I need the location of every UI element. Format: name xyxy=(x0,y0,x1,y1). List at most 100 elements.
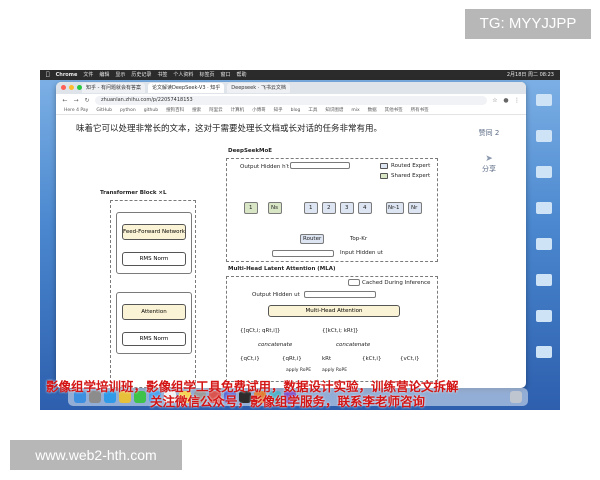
ffn-box: Feed-Forward Network xyxy=(122,224,186,240)
url-input[interactable]: zhuanlan.zhihu.com/p/22057418153 xyxy=(95,95,487,105)
star-icon[interactable]: ☆ xyxy=(492,96,498,104)
bookmark-item[interactable]: 数据 xyxy=(367,108,377,113)
routed-expert-4-label: 4 xyxy=(363,205,367,211)
dock-app-icon[interactable] xyxy=(269,391,281,403)
forward-arrow-icon[interactable]: → xyxy=(73,96,79,104)
dock-chrome-icon[interactable] xyxy=(119,391,131,403)
transformer-block-title: Transformer Block ×L xyxy=(100,190,167,196)
like-button[interactable]: 赞同 2 xyxy=(478,129,500,137)
rms-norm-top-box: RMS Norm xyxy=(122,252,186,266)
apply-rope-2-label: apply RoPE xyxy=(322,368,348,373)
dock-app-icon[interactable] xyxy=(239,391,251,403)
concatenate-2-label: concatenate xyxy=(336,342,371,348)
bookmark-item[interactable]: 搜索 xyxy=(192,108,202,113)
tab-zhihu-home[interactable]: 知乎 - 有问题就会有答案 xyxy=(82,83,145,93)
desktop-folder-icon[interactable] xyxy=(536,202,552,214)
menu-item-file[interactable]: 文件 xyxy=(79,72,93,78)
output-hidden-mla-label: Output Hidden ut xyxy=(252,292,300,298)
desktop-folder-icon[interactable] xyxy=(536,346,552,358)
more-menu-icon[interactable]: ⋮ xyxy=(514,96,520,104)
tab-strip: 知乎 - 有问题就会有答案 论文解读DeepSeek-V3 · 知乎 Deeps… xyxy=(56,82,526,94)
bookmark-item[interactable]: 工具 xyxy=(308,108,318,113)
apple-icon[interactable]:  xyxy=(46,70,50,80)
menu-item-window[interactable]: 窗口 xyxy=(216,72,230,78)
bookmark-item[interactable]: 小傅哥 xyxy=(252,108,266,113)
address-bar: ← → ↻ zhuanlan.zhihu.com/p/22057418153 ☆… xyxy=(56,94,526,106)
routed-expert-nr1-label: Nr-1 xyxy=(388,205,400,211)
dock-launchpad-icon[interactable] xyxy=(89,391,101,403)
bookmark-all[interactable]: 所有书签 xyxy=(410,108,429,113)
bookmark-item[interactable]: 知乎 xyxy=(273,108,283,113)
mla-title: Multi-Head Latent Attention (MLA) xyxy=(228,266,336,272)
dock-app-icon[interactable] xyxy=(209,391,221,403)
dock-notes-icon[interactable] xyxy=(179,391,191,403)
routed-expert-nr: Nr xyxy=(408,202,422,214)
dock-mail-icon[interactable] xyxy=(149,391,161,403)
k-concat-label: {[kCt,i; kRt]} xyxy=(322,328,359,334)
desktop-folder-icon[interactable] xyxy=(536,310,552,322)
bookmark-item[interactable]: 搜狗百科 xyxy=(166,108,185,113)
menu-item-profile[interactable]: 个人资料 xyxy=(169,72,193,78)
dock-app-icon[interactable] xyxy=(284,391,296,403)
menu-clock[interactable]: 2月18日 周二 08:23 xyxy=(506,72,554,78)
close-window-icon[interactable] xyxy=(61,85,66,90)
menu-item-bookmarks[interactable]: 书签 xyxy=(153,72,167,78)
menu-app-name[interactable]: Chrome xyxy=(52,72,78,78)
reload-icon[interactable]: ↻ xyxy=(84,96,90,104)
desktop-folder-icon[interactable] xyxy=(536,274,552,286)
bookmark-item[interactable]: Here 4 Pay xyxy=(64,107,89,113)
bookmark-item[interactable]: 其他书签 xyxy=(384,108,403,113)
zoom-window-icon[interactable] xyxy=(77,85,82,90)
desktop-folder-icon[interactable] xyxy=(536,94,552,106)
menu-item-history[interactable]: 历史记录 xyxy=(127,72,151,78)
dock-settings-icon[interactable] xyxy=(194,391,206,403)
router-label: Router xyxy=(303,236,322,242)
share-button[interactable]: 分享 xyxy=(482,165,496,173)
minimize-window-icon[interactable] xyxy=(69,85,74,90)
tab-feishu-doc[interactable]: Deepseek · 飞书云文档 xyxy=(227,83,290,93)
mla-frame xyxy=(226,276,438,382)
bookmark-item[interactable]: blog xyxy=(290,107,301,113)
profile-avatar-icon[interactable]: ● xyxy=(503,96,509,104)
attention-box: Attention xyxy=(122,304,186,320)
k-r-label: kRt xyxy=(322,356,332,362)
menu-item-tabs[interactable]: 标签页 xyxy=(195,72,214,78)
dock-calendar-icon[interactable] xyxy=(164,391,176,403)
share-plane-icon[interactable]: ➤ xyxy=(485,154,493,164)
deepseekmoe-frame xyxy=(226,158,438,262)
routed-expert-2: 2 xyxy=(322,202,336,214)
ffn-group-frame xyxy=(116,212,192,274)
bookmark-item[interactable]: 阿里云 xyxy=(209,108,223,113)
legend-shared-label: Shared Expert xyxy=(391,173,431,179)
k-c-label: {kCt,i} xyxy=(362,356,382,362)
desktop-folder-icon[interactable] xyxy=(536,130,552,142)
desktop-folder-icon[interactable] xyxy=(536,166,552,178)
legend-routed-label: Routed Expert xyxy=(391,163,431,169)
bookmark-item[interactable]: python xyxy=(119,107,136,113)
promo-overlay-line-2: 关注微信公众号，影像组学服务，联系李老师咨询 xyxy=(150,394,426,409)
dock-app-icon[interactable] xyxy=(254,391,266,403)
desktop-folder-icon[interactable] xyxy=(536,238,552,250)
bookmark-item[interactable]: 知识图谱 xyxy=(325,108,344,113)
bookmark-item[interactable]: 计算机 xyxy=(230,108,245,113)
dock-safari-icon[interactable] xyxy=(104,391,116,403)
dock-trash-icon[interactable] xyxy=(510,391,522,403)
tab-deepseek-paper[interactable]: 论文解读DeepSeek-V3 · 知乎 xyxy=(147,83,225,93)
dock-finder-icon[interactable] xyxy=(74,391,86,403)
dock-wechat-icon[interactable] xyxy=(134,391,146,403)
dock-app-icon[interactable] xyxy=(224,391,236,403)
routed-expert-nr1: Nr-1 xyxy=(386,202,404,214)
routed-expert-2-label: 2 xyxy=(327,205,331,211)
menu-item-help[interactable]: 帮助 xyxy=(232,72,246,78)
back-arrow-icon[interactable]: ← xyxy=(62,96,68,104)
bookmark-item[interactable]: mix xyxy=(351,107,360,113)
routed-expert-3-label: 3 xyxy=(345,205,349,211)
rms-norm-bottom-label: RMS Norm xyxy=(139,336,169,342)
menu-item-edit[interactable]: 编辑 xyxy=(95,72,109,78)
bookmark-item[interactable]: github xyxy=(143,107,159,113)
output-hidden-vector xyxy=(290,162,350,169)
mha-label: Multi-Head Attention xyxy=(305,308,363,314)
shared-expert-ns-label: Ns xyxy=(271,205,278,211)
bookmark-item[interactable]: GitHub xyxy=(96,107,112,113)
menu-item-view[interactable]: 显示 xyxy=(111,72,125,78)
